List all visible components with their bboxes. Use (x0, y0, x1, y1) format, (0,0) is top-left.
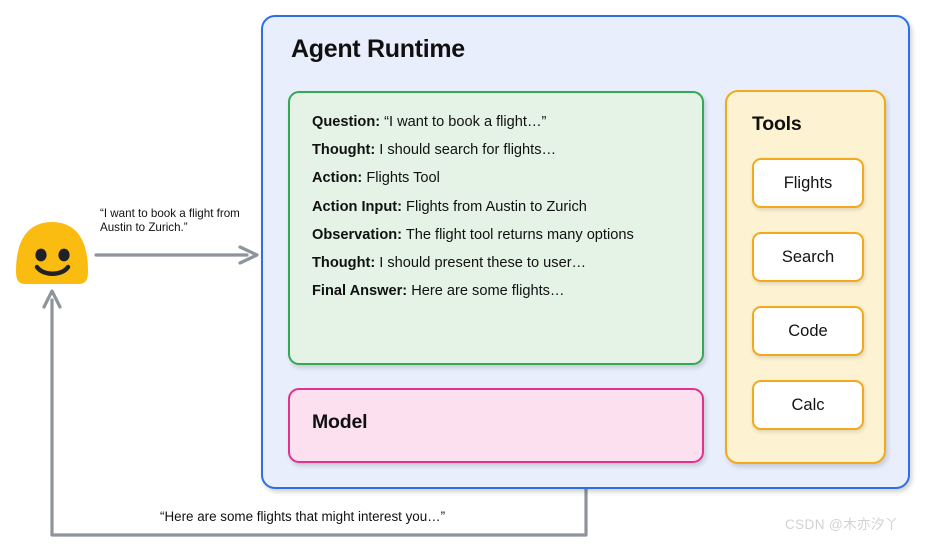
trace-value: Flights from Austin to Zurich (406, 198, 587, 215)
trace-line: Action: Flights Tool (312, 164, 702, 192)
request-arrow (94, 245, 259, 265)
trace-label: Action Input: (312, 198, 402, 215)
trace-value: Here are some flights… (411, 283, 565, 300)
trace-value: I should present these to user… (379, 255, 587, 272)
trace-label: Observation: (312, 226, 403, 243)
user-avatar-icon (16, 222, 88, 284)
response-arrow (42, 289, 588, 537)
request-label: “I want to book a flight from Austin to … (100, 207, 240, 234)
reasoning-trace-box: Question: “I want to book a flight…” Tho… (288, 91, 704, 365)
trace-value: I should search for flights… (379, 142, 557, 159)
trace-label: Action: (312, 170, 363, 187)
trace-label: Thought: (312, 255, 376, 272)
trace-line: Thought: I should search for flights… (312, 136, 702, 164)
trace-line: Final Answer: Here are some flights… (312, 277, 702, 305)
tools-panel: Tools Flights Search Code Calc (725, 90, 886, 464)
agent-runtime-title: Agent Runtime (291, 35, 465, 63)
watermark: CSDN @木亦汐丫 (785, 517, 899, 532)
trace-label: Question: (312, 114, 381, 130)
tool-item-code[interactable]: Code (752, 306, 864, 356)
model-box: Model (288, 388, 704, 463)
tools-list: Flights Search Code Calc (752, 158, 864, 430)
response-label: “Here are some flights that might intere… (160, 509, 446, 524)
trace-line: Action Input: Flights from Austin to Zur… (312, 193, 702, 221)
tool-item-search[interactable]: Search (752, 232, 864, 282)
trace-line: Question: “I want to book a flight…” (312, 108, 702, 136)
trace-line: Thought: I should present these to user… (312, 249, 702, 277)
tool-item-flights[interactable]: Flights (752, 158, 864, 208)
trace-label: Thought: (312, 142, 376, 159)
model-title: Model (312, 411, 368, 433)
trace-value: “I want to book a flight…” (384, 114, 547, 130)
trace-line: Observation: The flight tool returns man… (312, 221, 702, 249)
tool-item-calc[interactable]: Calc (752, 380, 864, 430)
trace-label: Final Answer: (312, 283, 408, 300)
trace-value: The flight tool returns many options (405, 226, 634, 243)
trace-value: Flights Tool (366, 170, 440, 187)
agent-runtime-box: Agent Runtime Question: “I want to book … (261, 15, 910, 489)
tools-title: Tools (752, 113, 802, 135)
